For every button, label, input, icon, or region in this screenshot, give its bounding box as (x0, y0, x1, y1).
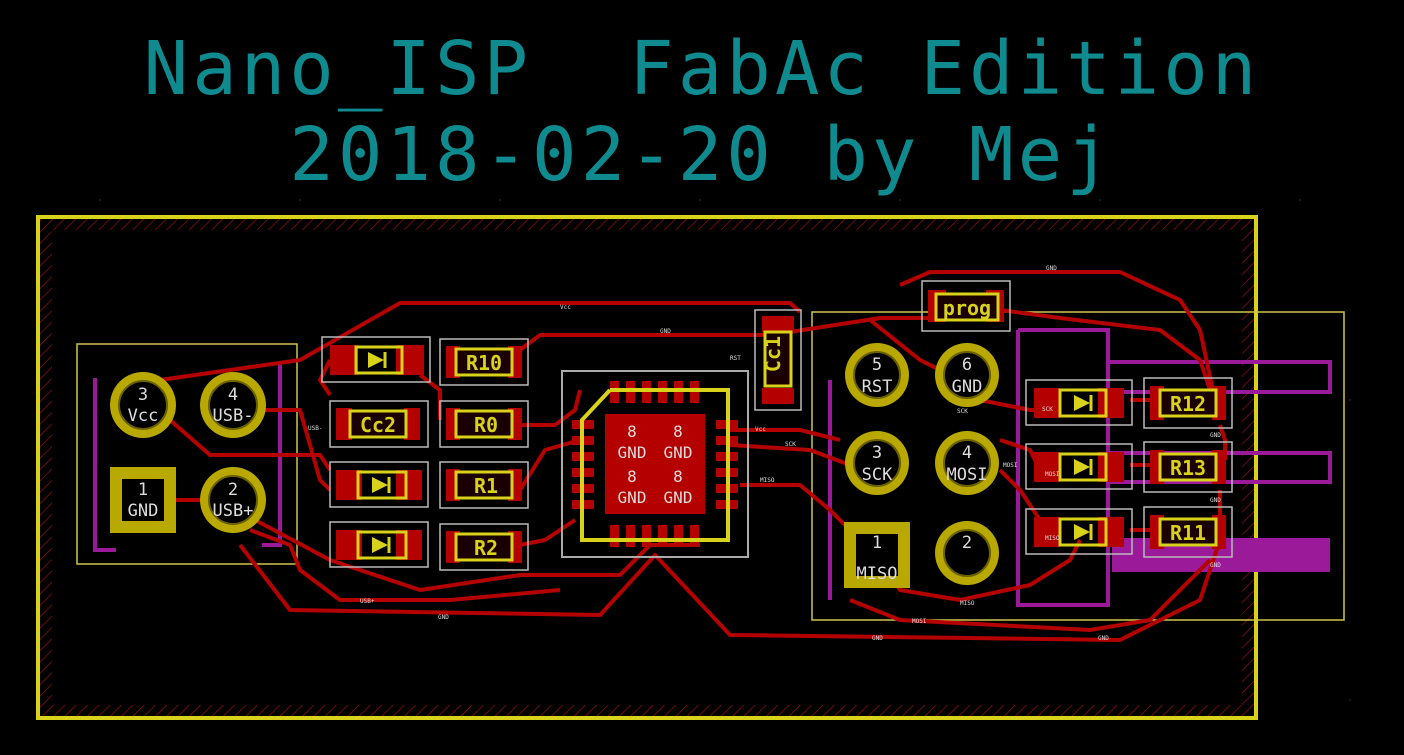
mcu-pad-number: 8 (673, 467, 683, 486)
mcu-pad-number: 8 (627, 467, 637, 486)
r0-label: R0 (474, 413, 498, 437)
mcu-pad-number: 8 (673, 422, 683, 441)
mcu-qfn[interactable]: 8 8 GND GND 8 8 GND GND (561, 370, 749, 558)
resistor-r0: R0 (439, 400, 529, 448)
diode-d1 (321, 336, 431, 383)
svg-text:MISO: MISO (1045, 535, 1060, 542)
mcu-pad-net: GND (618, 443, 647, 462)
usb-pad-number: 3 (138, 385, 148, 405)
svg-text:MOSI: MOSI (912, 618, 927, 625)
isp-pad-label: SCK (862, 465, 893, 485)
usb-pad-number: 1 (138, 480, 148, 500)
net-labels: Vcc GND GND RST Vcc SCK MISO GND GND GND… (308, 265, 1221, 642)
svg-text:GND: GND (660, 328, 671, 335)
resistor-r10: R10 (439, 338, 529, 386)
r13-label: R13 (1170, 456, 1206, 480)
prog-label: prog (943, 296, 991, 320)
isp-pad-label: MISO (857, 564, 898, 584)
resistor-r12: R12 (1143, 377, 1233, 429)
r12-label: R12 (1170, 392, 1206, 416)
svg-text:GND: GND (1210, 562, 1221, 569)
svg-text:GND: GND (1046, 265, 1057, 272)
capacitor-cc2: Cc2 (329, 400, 429, 448)
isp-pad-label: RST (862, 377, 893, 397)
usb-pad-label: USB+ (213, 501, 254, 521)
resistor-r13: R13 (1143, 441, 1233, 493)
svg-text:SCK: SCK (785, 441, 796, 448)
r2-label: R2 (474, 536, 498, 560)
isp-pad-label: MOSI (947, 465, 988, 485)
isp-pad-number: 6 (962, 355, 972, 375)
mcu-pad-number: 8 (627, 422, 637, 441)
isp-header[interactable]: 5 RST 6 GND 3 SCK 4 MOSI 1 MISO 2 (844, 343, 999, 588)
svg-text:Vcc: Vcc (755, 426, 766, 433)
mcu-pad-net: GND (618, 488, 647, 507)
isp-pad-label: GND (952, 377, 983, 397)
svg-text:MOSI: MOSI (1003, 462, 1018, 469)
mcu-pad-net: GND (664, 488, 693, 507)
r1-label: R1 (474, 474, 498, 498)
svg-text:MISO: MISO (760, 477, 775, 484)
svg-text:MISO: MISO (960, 600, 975, 607)
board-title-line1: Nano_ISP FabAc Edition (143, 26, 1261, 112)
svg-text:SCK: SCK (957, 408, 968, 415)
usb-pad-label: Vcc (128, 406, 159, 426)
usb-pad-label: GND (128, 501, 159, 521)
resistor-r11: R11 (1143, 506, 1233, 558)
svg-text:RST: RST (730, 355, 741, 362)
cc1-label: Cc1 (761, 336, 785, 372)
isp-pad-number: 4 (962, 443, 972, 463)
svg-text:SCK: SCK (1042, 406, 1053, 413)
svg-text:GND: GND (872, 635, 883, 642)
svg-text:GND: GND (1098, 635, 1109, 642)
svg-text:GND: GND (1210, 497, 1221, 504)
usb-header[interactable]: 3 Vcc 4 USB- 1 GND 2 USB+ (110, 372, 266, 533)
svg-text:MOSI: MOSI (1045, 471, 1060, 478)
diode-mosi (1025, 443, 1133, 490)
svg-text:GND: GND (438, 614, 449, 621)
mcu-pad-net: GND (664, 443, 693, 462)
grid-dots (99, 199, 1351, 701)
board-title-line2: 2018-02-20 by Mej (289, 112, 1115, 198)
r11-label: R11 (1170, 521, 1206, 545)
isp-pad-number: 3 (872, 443, 882, 463)
svg-text:USB+: USB+ (360, 598, 375, 605)
diode-sck (1025, 379, 1133, 426)
svg-text:Vcc: Vcc (560, 304, 571, 311)
isp-pad-number: 5 (872, 355, 882, 375)
svg-text:GND: GND (1210, 432, 1221, 439)
diode-miso (1025, 508, 1133, 555)
capacitor-cc1: Cc1 (754, 309, 802, 411)
usb-pad-number: 2 (228, 480, 238, 500)
isp-pad-number: 2 (962, 533, 972, 553)
usb-pad-label: USB- (213, 406, 254, 426)
r10-label: R10 (466, 351, 502, 375)
usb-pad-number: 4 (228, 385, 238, 405)
diode-d3 (329, 521, 429, 568)
resistor-r2: R2 (439, 523, 529, 571)
jumper-prog: prog (921, 280, 1011, 332)
cc2-label: Cc2 (360, 413, 396, 437)
smd-diodes[interactable] (321, 336, 1133, 568)
smd-passives[interactable]: R10 R0 R1 R2 Cc2 (329, 280, 1233, 571)
isp-pad-number: 1 (872, 533, 882, 553)
diode-d2 (329, 461, 429, 508)
svg-text:USB-: USB- (308, 425, 322, 432)
resistor-r1: R1 (439, 461, 529, 509)
